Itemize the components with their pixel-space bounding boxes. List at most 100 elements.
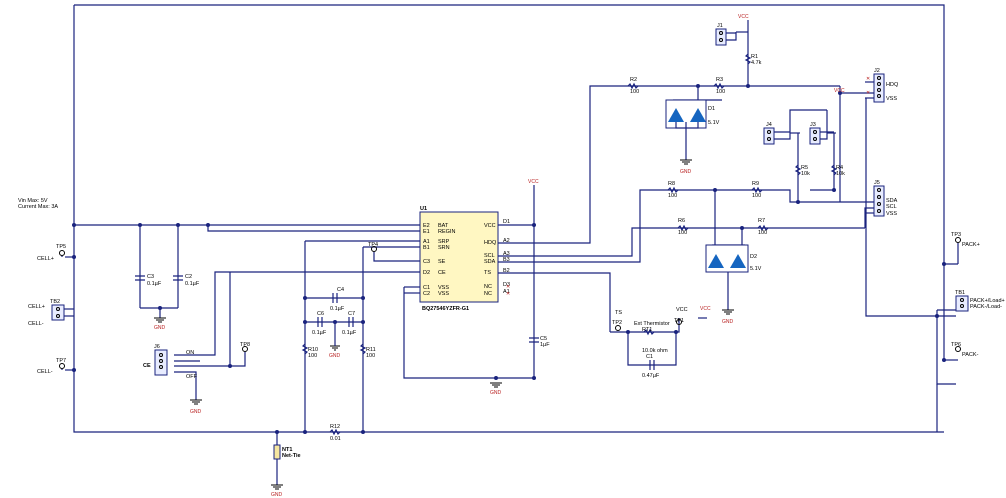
thermistor-rt1: Ext Thermistor RT1 10.0k ohm [634,321,670,354]
svg-text:SDA: SDA [484,259,496,265]
diode-d1: D1 5.1V [665,99,720,129]
svg-text:10k: 10k [836,171,845,177]
svg-text:VCC: VCC [676,307,688,313]
svg-text:100: 100 [716,89,725,95]
svg-text:NT1: NT1 [282,447,292,453]
svg-text:C1: C1 [646,354,653,360]
svg-text:J5: J5 [874,180,880,186]
svg-text:SRP: SRP [438,239,450,245]
res-r8: R8 100 [667,181,679,199]
svg-text:J6: J6 [154,344,160,350]
note-current: Current Max: 3A [18,204,58,210]
svg-text:0.47µF: 0.47µF [642,373,660,379]
svg-text:C4: C4 [337,287,344,293]
svg-text:VCC: VCC [484,223,496,229]
svg-text:R2: R2 [630,77,637,83]
svg-text:GND: GND [271,492,283,498]
svg-text:100: 100 [758,230,767,236]
res-r1: R1 4.7k [744,53,762,66]
svg-text:NC: NC [484,291,492,297]
test-points: TP5 CELL+ TP7 CELL- TP4 TP8 TP2 TS TP1 T… [37,232,980,375]
diode-d2: D2 5.1V [705,244,762,273]
svg-text:GND: GND [154,325,166,331]
svg-text:TP7: TP7 [56,358,66,364]
svg-text:VSS: VSS [886,211,897,217]
svg-text:R9: R9 [752,181,759,187]
svg-text:E1: E1 [423,229,430,235]
svg-text:TS: TS [615,310,622,316]
svg-text:SCL: SCL [886,204,897,210]
svg-text:TP6: TP6 [951,342,961,348]
svg-text:Net-Tie: Net-Tie [282,453,301,459]
svg-text:TP1: TP1 [674,318,684,324]
svg-text:B1: B1 [423,245,430,251]
svg-text:C3: C3 [423,259,430,265]
svg-text:0.1µF: 0.1µF [342,330,357,336]
svg-text:✕: ✕ [506,291,510,297]
svg-text:J4: J4 [766,122,772,128]
svg-text:VCC: VCC [528,179,539,185]
svg-text:✕: ✕ [866,76,870,82]
svg-text:R6: R6 [678,218,685,224]
svg-text:Ext Thermistor: Ext Thermistor [634,321,670,327]
svg-text:CE: CE [438,270,446,276]
svg-text:TP5: TP5 [56,244,66,250]
gnd-symbols: GND GND GND GND GND GND GND [154,159,734,498]
svg-text:TP3: TP3 [951,232,961,238]
svg-text:10k: 10k [801,171,810,177]
ic-u1: U1 BQ27546YZFR-G1 E2 BAT E1 REGIN A1 SRP… [419,206,510,312]
svg-text:5.1V: 5.1V [750,266,762,272]
svg-text:B2: B2 [503,268,510,274]
ic-part: BQ27546YZFR-G1 [422,306,469,312]
svg-text:100: 100 [308,353,317,359]
svg-text:J1: J1 [717,23,723,29]
cap-c3: C3 0.1µF [135,274,162,287]
svg-text:SDA: SDA [886,198,898,204]
svg-text:VSS: VSS [438,291,449,297]
svg-text:A1: A1 [423,239,430,245]
svg-text:VSS: VSS [886,96,897,102]
j2: J2 HDQ VSS ✕ ✕ [866,68,899,103]
svg-text:VSS: VSS [438,285,449,291]
svg-text:100: 100 [366,353,375,359]
cap-c2: C2 0.1µF [173,274,200,287]
svg-text:100: 100 [668,193,677,199]
svg-text:J3: J3 [810,122,816,128]
svg-text:D1: D1 [503,219,510,225]
svg-text:R5: R5 [801,165,808,171]
svg-text:100: 100 [678,230,687,236]
svg-text:REGIN: REGIN [438,229,455,235]
svg-text:D2: D2 [750,254,757,260]
svg-text:ON: ON [186,350,194,356]
svg-text:GND: GND [329,353,341,359]
svg-text:R3: R3 [716,77,723,83]
ic-ref: U1 [420,206,427,212]
junctions [72,84,946,434]
svg-text:C1: C1 [423,285,430,291]
svg-text:GND: GND [722,319,734,325]
tb2: TB2 CELL+ CELL- [28,299,65,327]
svg-text:BAT: BAT [438,223,449,229]
note-vin: Vin Max: 5V [18,198,48,204]
svg-text:R7: R7 [758,218,765,224]
svg-text:OFF: OFF [186,374,198,380]
vcc-labels: VCC VCC VCC VCC VCC [528,14,845,313]
right-wires [498,20,958,432]
svg-text:R12: R12 [330,424,340,430]
svg-text:R4: R4 [836,165,843,171]
j5: J5 SDA SCL VSS [873,180,898,217]
svg-text:GND: GND [490,390,502,396]
svg-text:D1: D1 [708,106,715,112]
svg-text:✕: ✕ [866,90,870,96]
svg-text:NC: NC [484,284,492,290]
svg-text:D3: D3 [503,282,510,288]
svg-text:0.1µF: 0.1µF [330,306,345,312]
svg-text:CELL+: CELL+ [28,304,45,310]
tb1: TB1 PACK+/Load+ PACK-/Load- [955,290,1005,312]
svg-text:100: 100 [630,89,639,95]
svg-text:CELL-: CELL- [37,369,53,375]
svg-text:4.7k: 4.7k [751,60,762,66]
svg-text:5.1V: 5.1V [708,120,720,126]
svg-text:R1: R1 [751,54,758,60]
